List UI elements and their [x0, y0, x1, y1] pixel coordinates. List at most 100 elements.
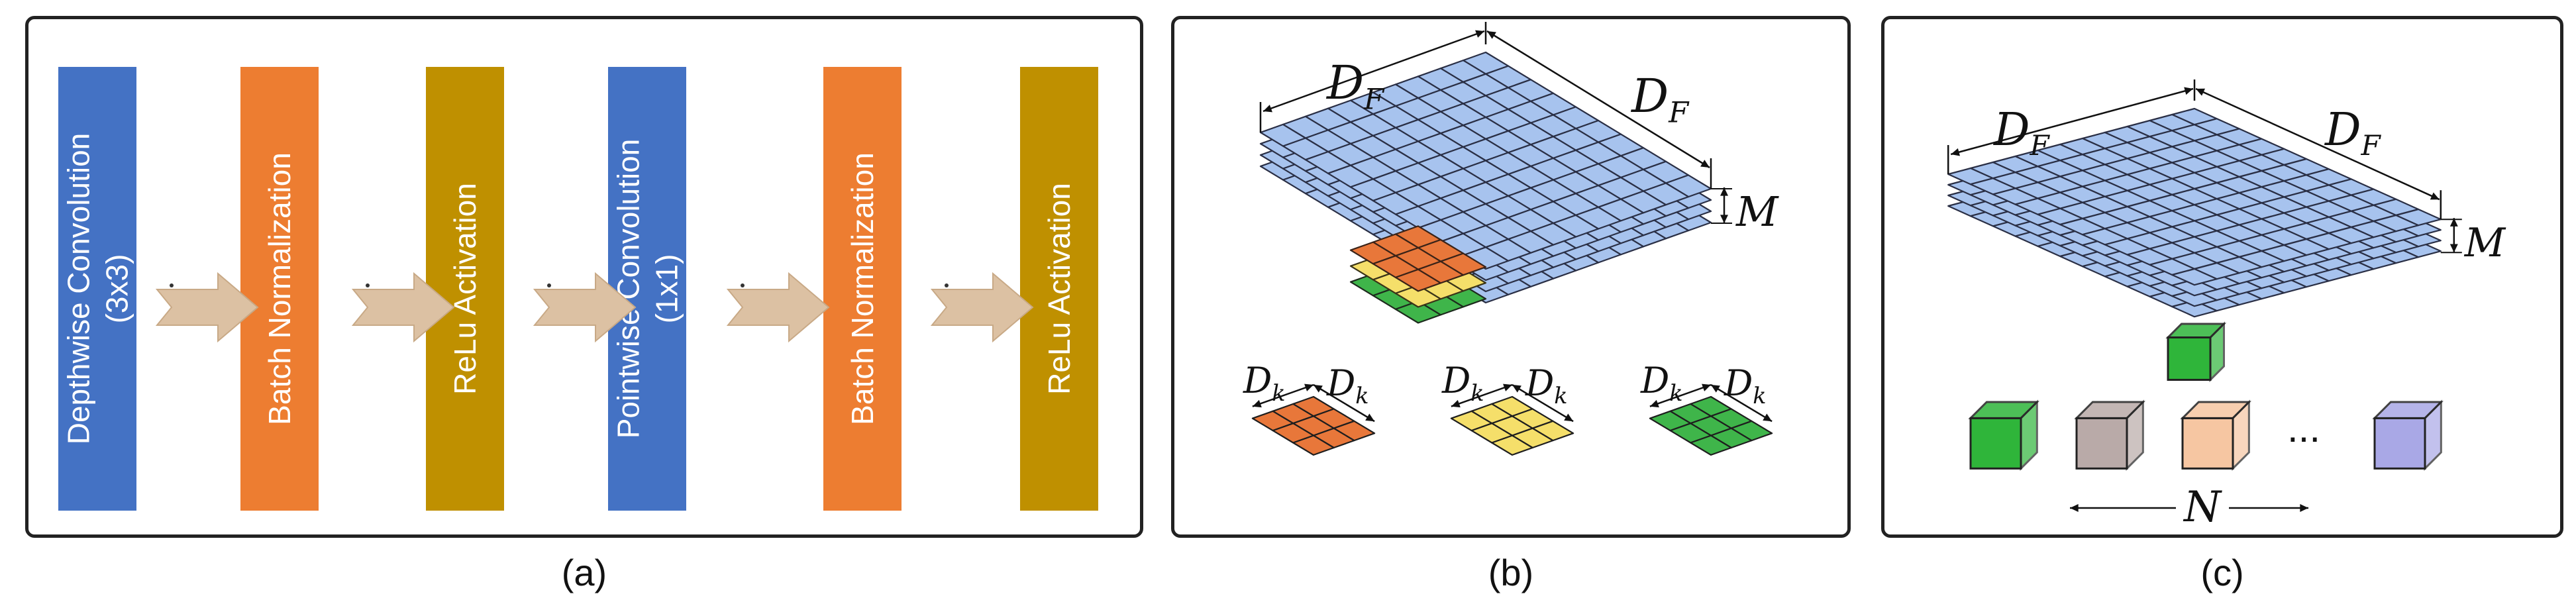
label-df-right-main: D [2324, 104, 2361, 156]
layer-label: Batch Normalization [845, 152, 880, 425]
arrowhead-icon [1512, 385, 1521, 393]
layer-label: Batch Normalization [262, 152, 297, 425]
label-dk-left-main: D [1441, 360, 1470, 401]
caption-b: (b) [1488, 552, 1534, 593]
arrowhead-icon [1365, 413, 1375, 422]
label-dk-left-main: D [1243, 360, 1272, 401]
cube-side [2020, 399, 2038, 471]
ellipsis: ... [2287, 406, 2320, 450]
label-df-left: DF [1325, 56, 1385, 116]
arrowhead-icon [2070, 504, 2079, 512]
arrowhead-icon [1451, 399, 1461, 408]
layer-block: ReLu Activation [1020, 67, 1098, 511]
kernel-1 [1450, 395, 1574, 456]
label-dk-right-sub: k [1355, 383, 1368, 409]
label-dk-right-main: D [1525, 362, 1554, 404]
arrowhead-icon [1951, 148, 1960, 156]
label-df-left: DF [1992, 104, 2051, 162]
grid-cell [1394, 300, 1442, 324]
feature-map-top [1259, 51, 1712, 270]
label-dk-right: Dk [1724, 362, 1767, 409]
label-dk-right: Dk [1525, 362, 1568, 409]
label-df-right: DF [1630, 69, 1690, 129]
cube-front [2075, 417, 2128, 470]
caption-a: (a) [561, 552, 607, 593]
layer-label: ReLu Activation [1042, 183, 1076, 395]
arrowhead-icon [1487, 31, 1496, 39]
filter-cube-1 [2074, 399, 2145, 471]
arrowhead-icon [1700, 160, 1710, 168]
caption-c: (c) [2200, 552, 2244, 593]
layer-kernel-size: (3x3) [99, 254, 134, 324]
right-arrow-icon [533, 272, 637, 343]
layer-block: ReLu Activation [426, 67, 504, 511]
label-dk-left-sub: k [1669, 380, 1682, 406]
label-df-left-main: D [1992, 104, 2030, 156]
label-dk-left: Dk [1243, 360, 1286, 406]
dk-right-dimension [1512, 383, 1574, 423]
label-dk-right-main: D [1326, 362, 1355, 404]
cube-front [2181, 417, 2234, 470]
arrowhead-icon [1649, 399, 1659, 408]
layer-label: Depthwise Convolution [61, 132, 95, 445]
cube-front [2167, 336, 2212, 381]
label-dk-right-sub: k [1753, 383, 1766, 409]
arrowhead-icon [2196, 88, 2205, 96]
grid-cell [1394, 268, 1442, 292]
feature-map-top [1947, 107, 2442, 286]
arrowhead-icon [2430, 192, 2440, 200]
label-m: M [1735, 187, 1779, 236]
grid-cell [1462, 246, 1510, 270]
kernel-stack-orange [1349, 225, 1487, 292]
filter-cube-2 [2180, 399, 2251, 471]
arrowhead-icon [1720, 215, 1728, 223]
label-df-left-main: D [1325, 56, 1364, 110]
filter-cube-3 [2372, 399, 2444, 471]
label-n: N [2183, 483, 2222, 532]
label-dk-left-sub: k [1470, 380, 1484, 406]
dk-right-dimension [1313, 383, 1375, 423]
label-dk-right-main: D [1724, 362, 1753, 404]
label-m-main: M [1735, 187, 1779, 236]
label-df-right: DF [2324, 104, 2382, 162]
filter-cube-0 [1968, 399, 2039, 471]
layer-block: Depthwise Convolution(3x3) [58, 67, 136, 511]
label-m: M [2464, 220, 2506, 266]
dk-left-dimension [1252, 383, 1314, 407]
label-df-left-sub: F [1363, 83, 1385, 116]
label-dk-left: Dk [1640, 360, 1683, 406]
arrowhead-icon [1475, 30, 1484, 38]
label-n-main: N [2183, 483, 2222, 532]
grid-cell [2171, 268, 2218, 286]
df-right-dimension [2195, 87, 2440, 201]
grid-cell [2171, 278, 2218, 297]
arrowhead-icon [1720, 187, 1728, 196]
arrowhead-icon [1503, 383, 1512, 391]
panel-a: Depthwise Convolution(3x3) Batch Normaliz… [25, 16, 1143, 538]
layer-kernel-size: (1x1) [649, 254, 684, 324]
cube-front [1969, 417, 2022, 470]
label-dk-left-sub: k [1272, 380, 1285, 406]
cube-side [2232, 399, 2250, 471]
df-left-dimension [1262, 30, 1485, 113]
right-arrow-icon [351, 272, 455, 343]
layer-block: Batch Normalization [240, 67, 319, 511]
cube-side [2209, 321, 2225, 383]
label-df-right-sub: F [1668, 96, 1690, 129]
grid-cell [1292, 434, 1335, 456]
label-m-main: M [2464, 220, 2506, 266]
grid-cell [1690, 434, 1732, 456]
arrowhead-icon [1763, 413, 1773, 422]
layer-block: Batch Normalization [823, 67, 902, 511]
layer-block: Pointwise Convolution(1x1) [608, 67, 686, 511]
df-left-dimension [1950, 87, 2194, 156]
label-dk-left: Dk [1441, 360, 1484, 406]
arrowhead-icon [1711, 385, 1720, 393]
arrowhead-icon [1304, 383, 1314, 391]
grid-cell [2171, 289, 2218, 307]
arrowhead-icon [2184, 87, 2193, 95]
cube-side [2424, 399, 2442, 471]
label-dk-right-sub: k [1554, 383, 1567, 409]
arrowhead-icon [1263, 105, 1272, 113]
